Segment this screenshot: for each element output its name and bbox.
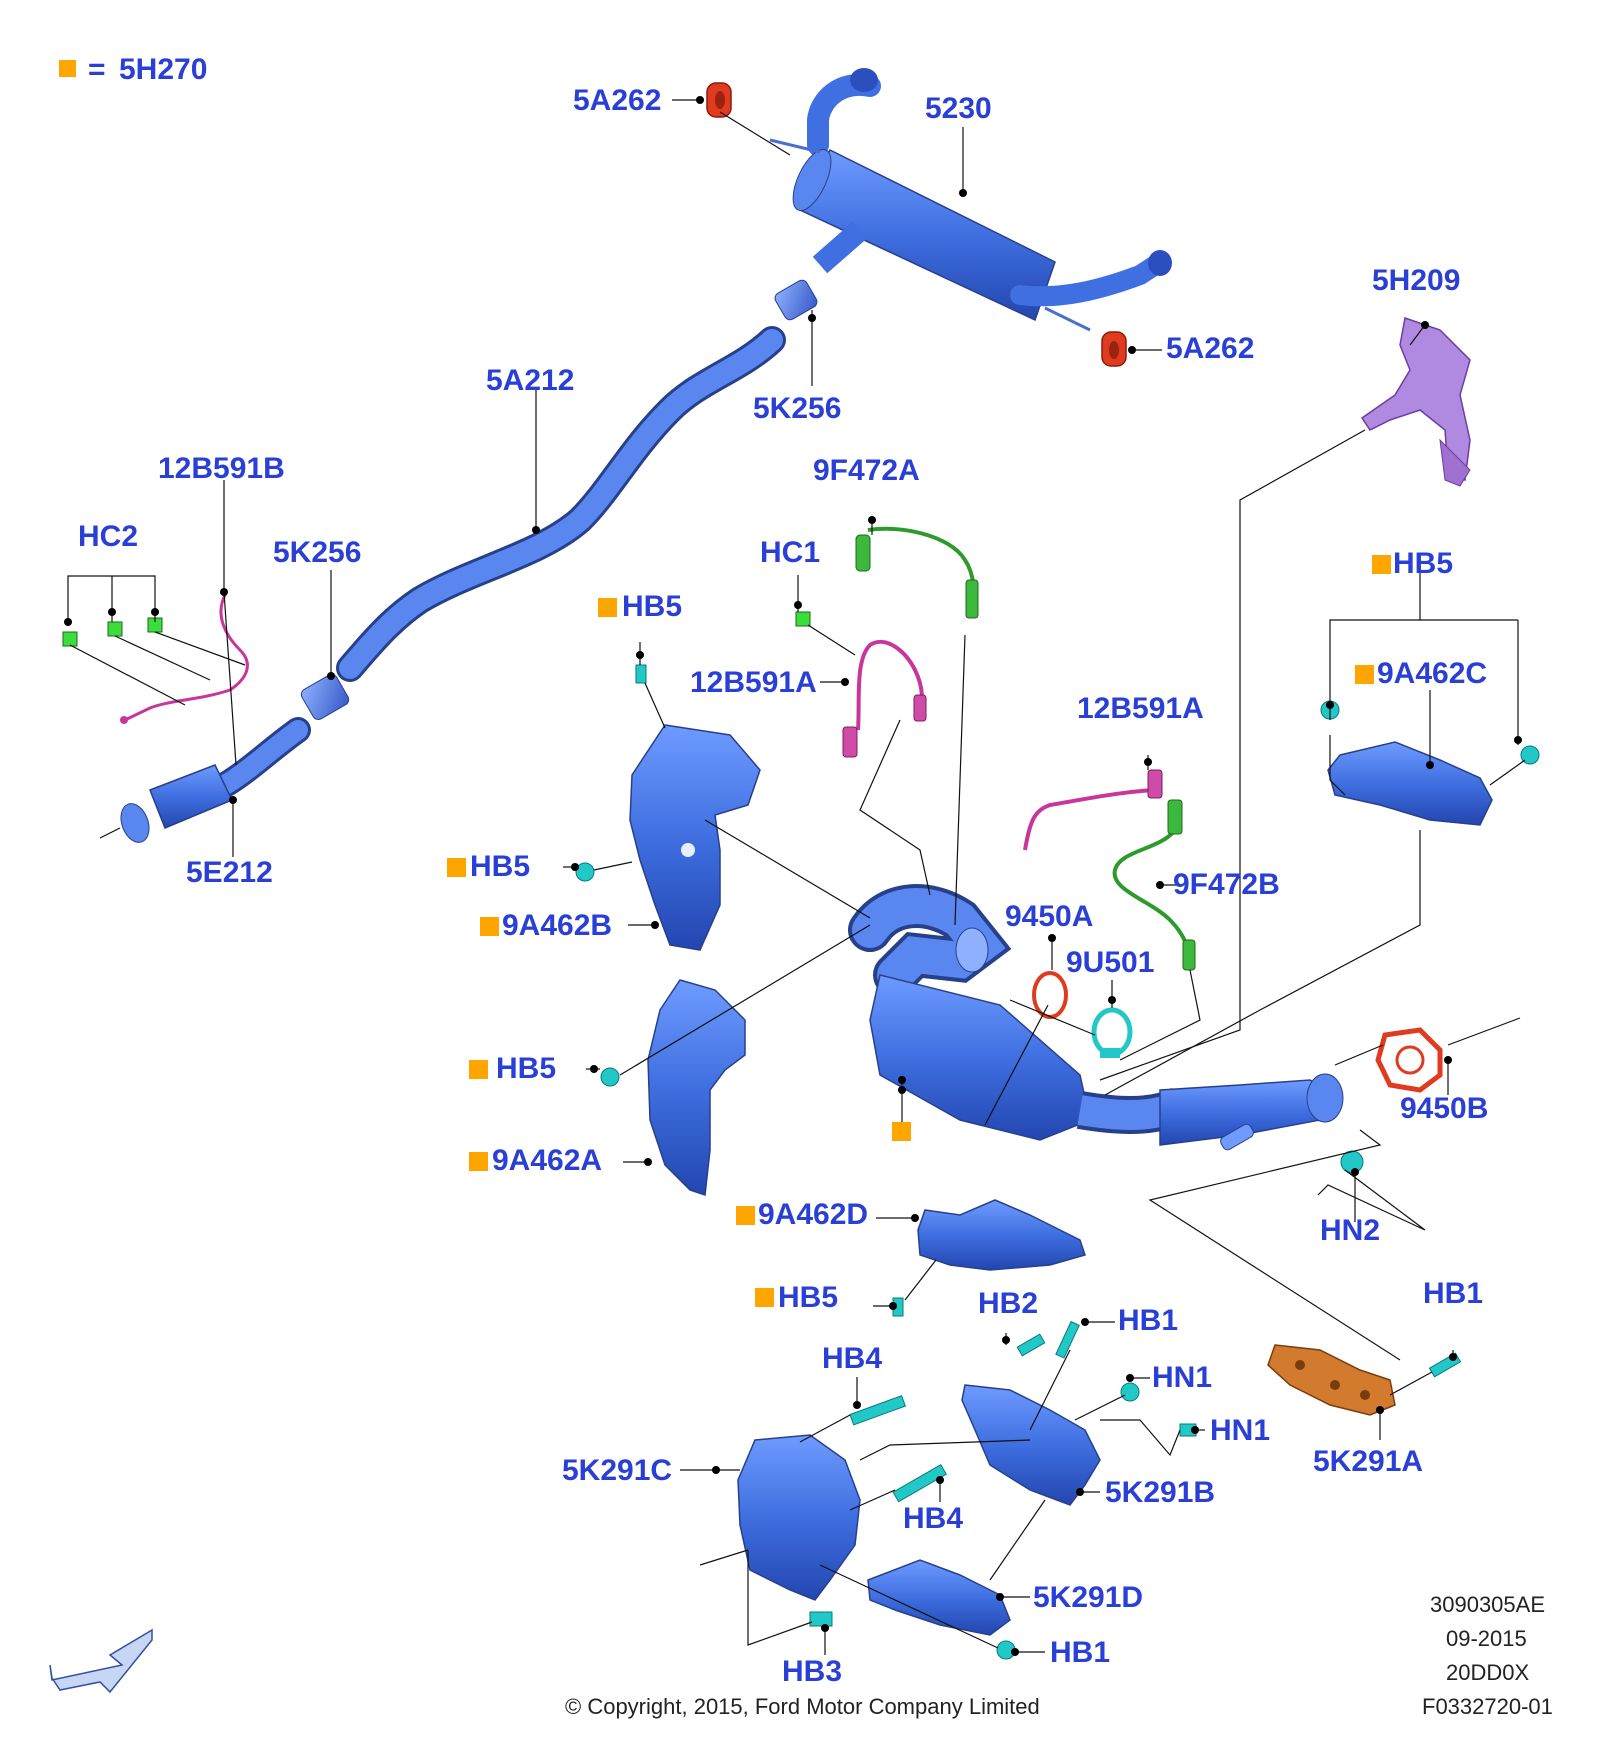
legend-equals: = xyxy=(88,53,106,86)
label-HB4-upper: HB4 xyxy=(822,1342,882,1375)
label-HB1-top: HB1 xyxy=(1118,1304,1178,1337)
bolt-HB3 xyxy=(809,1611,833,1627)
fastener-HB5-top xyxy=(635,664,647,684)
bolt-HB1-top xyxy=(1055,1320,1080,1359)
label-HB1-right: HB1 xyxy=(1423,1277,1483,1310)
label-5K256-upper: 5K256 xyxy=(753,392,841,425)
bracket-5H209 xyxy=(1360,317,1471,487)
label-HB4-lower: HB4 xyxy=(903,1502,963,1535)
catalytic-converter-assembly xyxy=(848,884,1344,1151)
clip-HC1 xyxy=(795,611,811,627)
label-9450B: 9450B xyxy=(1400,1092,1488,1125)
front-pipe-5E212 xyxy=(99,717,311,843)
figure-code: F0332720-01 xyxy=(1422,1694,1553,1719)
label-9A462C: 9A462C xyxy=(1377,657,1487,690)
label-9A462B: 9A462B xyxy=(502,909,612,942)
fastener-HB5-left xyxy=(575,862,595,882)
label-5H209: 5H209 xyxy=(1372,264,1460,297)
label-5K291A: 5K291A xyxy=(1313,1445,1423,1478)
label-5K291C: 5K291C xyxy=(562,1454,672,1487)
label-HN1-lower: HN1 xyxy=(1210,1414,1270,1447)
o2-sensor-12B591A-lower xyxy=(1023,769,1163,851)
leader-lines xyxy=(67,99,1526,1655)
rubber-mount-5A262-upper xyxy=(706,82,732,118)
label-9F472A: 9F472A xyxy=(813,454,920,487)
bolt-HB2 xyxy=(1016,1333,1046,1357)
clip-HC2-b xyxy=(107,621,123,637)
direction-arrow-icon xyxy=(49,1628,153,1694)
bolt-HB4-lower xyxy=(892,1463,947,1503)
label-5K291B: 5K291B xyxy=(1105,1476,1215,1509)
gasket-9450A xyxy=(1032,971,1068,1019)
label-9450A: 9450A xyxy=(1005,900,1093,933)
label-5230: 5230 xyxy=(925,92,992,125)
gasket-9450B xyxy=(1375,1027,1443,1093)
gasket-5K291A xyxy=(1267,1344,1396,1416)
rubber-mount-5A262-lower xyxy=(1101,331,1127,367)
heat-shield-9A462D xyxy=(917,1199,1086,1271)
o2-sensor-9F472B xyxy=(1112,799,1196,971)
heat-shield-5K291B xyxy=(961,1384,1101,1506)
clamp-5K256-upper xyxy=(774,279,818,321)
fastener-HB5-right-b xyxy=(1520,745,1540,765)
label-9F472B: 9F472B xyxy=(1173,868,1280,901)
nut-HN1-a xyxy=(1120,1382,1140,1402)
clip-HC2-a xyxy=(62,631,78,647)
drawing-date: 09-2015 xyxy=(1446,1626,1527,1651)
label-HB5-top: HB5 xyxy=(622,590,682,623)
label-9A462D: 9A462D xyxy=(758,1198,868,1231)
label-5K256-lower: 5K256 xyxy=(273,536,361,569)
label-HC1: HC1 xyxy=(760,536,820,569)
heat-shield-5K291D xyxy=(867,1559,1011,1636)
o2-sensor-12B591B xyxy=(120,594,249,724)
muffler-5230 xyxy=(769,68,1172,332)
label-9A462A: 9A462A xyxy=(492,1144,602,1177)
copyright-text: © Copyright, 2015, Ford Motor Company Li… xyxy=(565,1694,1040,1719)
bolt-HB4-upper xyxy=(849,1395,907,1426)
label-12B591A-upper: 12B591A xyxy=(690,666,817,699)
label-HB2: HB2 xyxy=(978,1287,1038,1320)
label-5K291D: 5K291D xyxy=(1033,1581,1143,1614)
clamp-9U501 xyxy=(1091,1007,1133,1058)
label-HC2: HC2 xyxy=(78,520,138,553)
o2-sensor-12B591A-upper xyxy=(842,639,927,758)
label-5A262-upper: 5A262 xyxy=(573,84,661,117)
label-HB5-mid: HB5 xyxy=(496,1052,556,1085)
label-HB3: HB3 xyxy=(782,1655,842,1688)
label-5A212: 5A212 xyxy=(486,364,574,397)
label-HN1-upper: HN1 xyxy=(1152,1361,1212,1394)
legend-part-label: 5H270 xyxy=(119,53,207,86)
label-HB5-left: HB5 xyxy=(470,850,530,883)
legend-square-icon xyxy=(59,60,76,77)
heat-shield-9A462C xyxy=(1327,741,1493,826)
heat-shield-9A462A xyxy=(647,979,746,1197)
label-5E212: 5E212 xyxy=(186,856,273,889)
o2-sensor-9F472A xyxy=(855,526,979,619)
heat-shield-5K291C xyxy=(737,1434,861,1601)
label-5A262-lower: 5A262 xyxy=(1166,332,1254,365)
label-9U501: 9U501 xyxy=(1066,946,1154,979)
leader-dots xyxy=(64,96,1522,1656)
orange-markers xyxy=(447,555,1391,1307)
fastener-HB5-mid xyxy=(600,1067,620,1087)
engine-code: 20DD0X xyxy=(1446,1660,1529,1685)
label-12B591B: 12B591B xyxy=(158,452,285,485)
drawing-code: 3090305AE xyxy=(1430,1592,1545,1617)
clamp-5K256-lower xyxy=(300,673,350,721)
label-12B591A-lower: 12B591A xyxy=(1077,692,1204,725)
label-HB1-bottom: HB1 xyxy=(1050,1636,1110,1669)
heat-shield-9A462B xyxy=(629,724,761,951)
label-HB5-bottom: HB5 xyxy=(778,1281,838,1314)
label-HB5-right: HB5 xyxy=(1393,547,1453,580)
label-HN2: HN2 xyxy=(1320,1214,1380,1247)
